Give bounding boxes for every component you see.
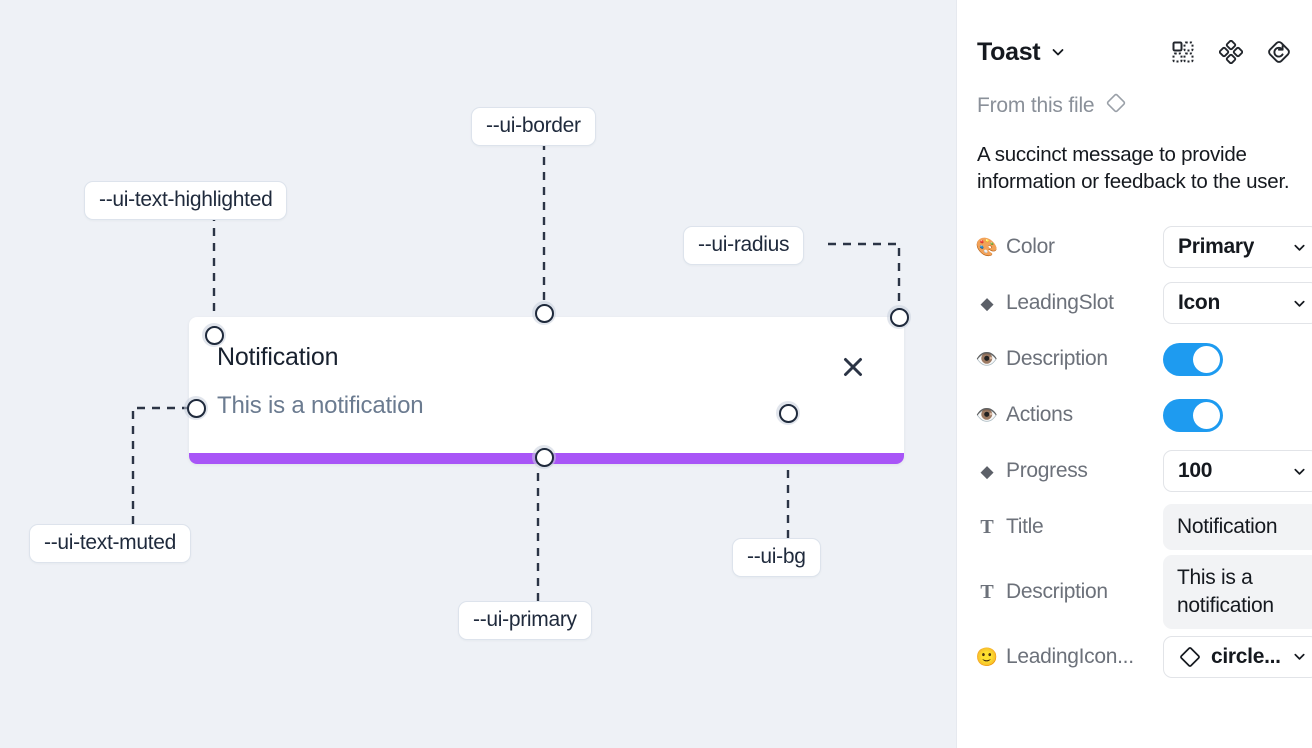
progress-select[interactable]: 100 — [1163, 450, 1312, 493]
property-row-title: T Title Notification — [977, 499, 1312, 555]
property-row-progress: ◆ Progress 100 — [977, 443, 1312, 499]
leadingicon-select-value: circle... — [1211, 644, 1281, 668]
toast-card[interactable]: Notification This is a notification — [189, 317, 904, 464]
component-set-icon[interactable] — [1170, 39, 1196, 65]
property-name: LeadingSlot — [1006, 291, 1114, 315]
property-name: Actions — [1006, 403, 1073, 427]
property-name: Description — [1006, 347, 1108, 371]
description-toggle[interactable] — [1163, 342, 1223, 376]
property-control: Icon — [1163, 282, 1312, 325]
title-input-value: Notification — [1177, 515, 1278, 539]
variants-diamond-icon[interactable] — [1218, 39, 1244, 65]
close-x-icon[interactable] — [840, 354, 866, 380]
diamond-outline-icon — [1178, 645, 1202, 669]
progress-select-value: 100 — [1178, 459, 1213, 483]
chevron-down-icon — [1286, 296, 1307, 311]
property-row-leadingslot: ◆ LeadingSlot Icon — [977, 275, 1312, 331]
color-select[interactable]: Primary — [1163, 226, 1312, 269]
reset-instance-icon[interactable] — [1266, 39, 1292, 65]
property-control: 100 — [1163, 450, 1312, 493]
description-input[interactable]: This is a notification — [1163, 555, 1312, 629]
leadingicon-select[interactable]: circle... — [1163, 635, 1312, 678]
leadingslot-select[interactable]: Icon — [1163, 282, 1312, 325]
panel-source-row: From this file — [977, 92, 1292, 119]
property-label-actions: 👁️ Actions — [975, 403, 1163, 427]
toast-description: This is a notification — [217, 392, 424, 419]
property-control — [1163, 342, 1292, 376]
anchor-point[interactable] — [776, 401, 800, 425]
toggle-knob — [1193, 401, 1220, 429]
chevron-down-icon — [1286, 464, 1307, 479]
actions-toggle[interactable] — [1163, 398, 1223, 432]
token-label-ui-border[interactable]: --ui-border — [471, 107, 596, 146]
toast-title: Notification — [217, 343, 339, 371]
token-label-ui-text-highlighted[interactable]: --ui-text-highlighted — [84, 181, 288, 220]
diamond-filled-icon: ◆ — [980, 293, 994, 313]
anchor-point[interactable] — [532, 301, 556, 325]
anchor-point[interactable] — [184, 396, 208, 420]
smiley-emoji-icon: 🙂 — [975, 646, 999, 667]
toggle-knob — [1193, 345, 1220, 373]
title-input[interactable]: Notification — [1163, 504, 1312, 551]
token-label-ui-radius[interactable]: --ui-radius — [683, 226, 805, 265]
property-name: Title — [1006, 515, 1044, 539]
design-canvas[interactable]: Notification This is a notification --ui… — [0, 0, 956, 748]
color-select-value: Primary — [1178, 235, 1255, 259]
palette-emoji-icon: 🎨 — [975, 237, 999, 258]
property-row-description-text: T Description This is a notification — [977, 555, 1312, 629]
panel-header-actions — [1170, 39, 1292, 65]
property-label-progress: ◆ Progress — [977, 459, 1163, 483]
eye-emoji-icon: 👁️ — [975, 349, 999, 370]
diamond-filled-icon: ◆ — [980, 461, 994, 481]
property-control: This is a notification — [1163, 555, 1312, 629]
description-input-value: This is a notification — [1177, 566, 1274, 618]
property-label-leadingicon: 🙂 LeadingIcon... — [975, 644, 1163, 669]
chevron-down-icon[interactable] — [1050, 44, 1066, 60]
property-list: 🎨 Color Primary — [975, 219, 1312, 685]
anchor-point[interactable] — [887, 305, 911, 329]
panel-title: Toast — [977, 37, 1041, 66]
leadingslot-select-value: Icon — [1178, 291, 1220, 315]
token-label-ui-bg[interactable]: --ui-bg — [732, 538, 821, 577]
eye-emoji-icon: 👁️ — [975, 405, 999, 426]
diamond-outline-icon — [1105, 92, 1127, 119]
chevron-down-icon — [1286, 649, 1307, 664]
property-row-leadingicon: 🙂 LeadingIcon... circle... — [975, 629, 1312, 685]
anchor-point[interactable] — [202, 323, 226, 347]
token-label-ui-primary[interactable]: --ui-primary — [458, 601, 592, 640]
property-control — [1163, 398, 1292, 432]
property-name: Progress — [1006, 459, 1088, 483]
text-t-icon: T — [980, 581, 994, 604]
property-row-actions-toggle: 👁️ Actions — [975, 387, 1292, 443]
property-label-color: 🎨 Color — [975, 235, 1163, 259]
property-label-leadingslot: ◆ LeadingSlot — [977, 291, 1163, 315]
anchor-point[interactable] — [532, 445, 556, 469]
property-row-description-toggle: 👁️ Description — [975, 331, 1292, 387]
property-row-color: 🎨 Color Primary — [975, 219, 1312, 275]
component-description: A succinct message to provide informatio… — [977, 143, 1290, 194]
panel-source-label: From this file — [977, 93, 1095, 117]
properties-panel: Toast — [956, 0, 1312, 748]
property-control: Notification — [1163, 504, 1312, 551]
token-label-ui-text-muted[interactable]: --ui-text-muted — [29, 524, 192, 563]
chevron-down-icon — [1286, 240, 1307, 255]
property-label-description-text: T Description — [977, 580, 1163, 604]
property-name: Description — [1006, 580, 1108, 604]
text-t-icon: T — [980, 516, 994, 539]
property-control: circle... — [1163, 635, 1312, 678]
property-name: LeadingIcon... — [1006, 644, 1134, 668]
property-label-title: T Title — [977, 515, 1163, 539]
panel-header: Toast — [977, 0, 1292, 78]
property-name: Color — [1006, 235, 1055, 259]
property-label-description: 👁️ Description — [975, 347, 1163, 371]
property-control: Primary — [1163, 226, 1312, 269]
